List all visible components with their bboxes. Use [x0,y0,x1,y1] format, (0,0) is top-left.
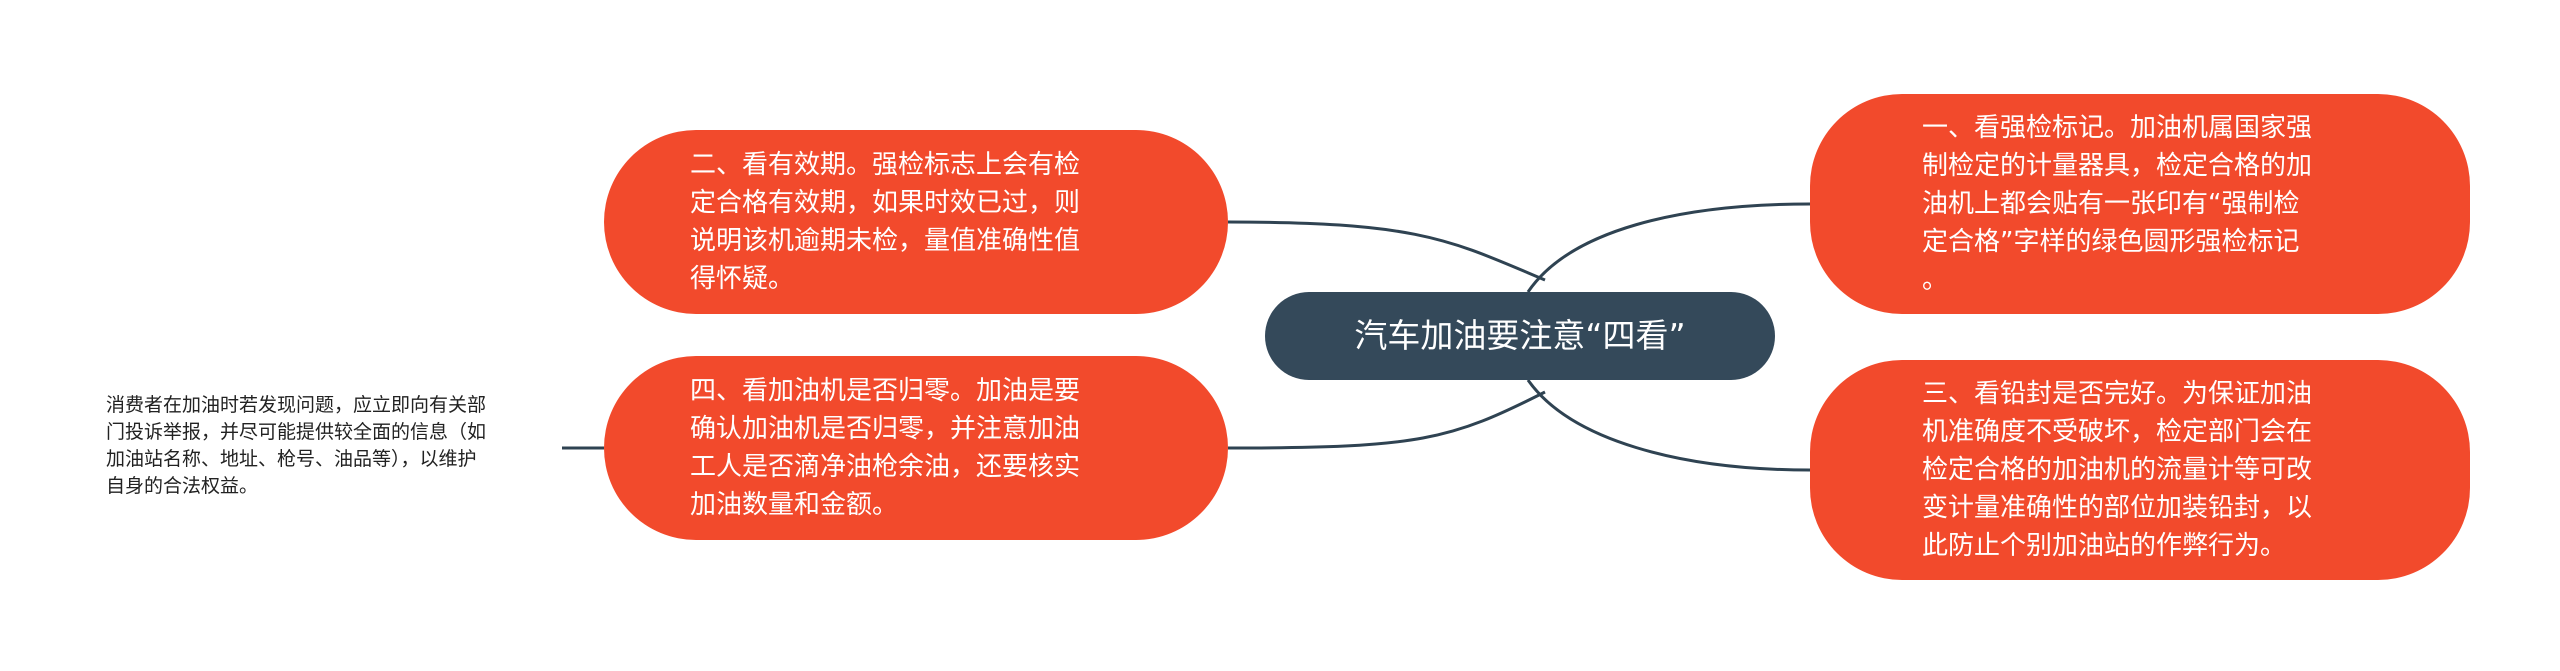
consumer-note: 消费者在加油时若发现问题，应立即向有关部 门投诉举报，并尽可能提供较全面的信息（… [106,394,487,497]
branch-third-text: 三、看铅封是否完好。为保证加油 机准确度不受破坏，检定部门会在 检定合格的加油机… [1922,379,2313,561]
branch-node-fourth[interactable]: 四、看加油机是否归零。加油是要 确认加油机是否归零，并注意加油 工人是否滴净油枪… [604,356,1228,540]
central-topic-label: 汽车加油要注意“四看” [1354,316,1686,355]
connector-center-to-fourth [1227,390,1546,450]
connector-center-to-third [1526,379,1811,472]
branch-node-second[interactable]: 二、看有效期。强检标志上会有检 定合格有效期，如果时效已过，则 说明该机逾期未检… [604,130,1228,314]
connector-center-to-first [1526,202,1811,293]
connector-center-to-second [1227,220,1546,282]
branch-first-text: 一、看强检标记。加油机属国家强 制检定的计量器具，检定合格的加 油机上都会贴有一… [1922,113,2313,295]
branch-node-third[interactable]: 三、看铅封是否完好。为保证加油 机准确度不受破坏，检定部门会在 检定合格的加油机… [1810,360,2470,580]
branch-node-first[interactable]: 一、看强检标记。加油机属国家强 制检定的计量器具，检定合格的加 油机上都会贴有一… [1810,94,2470,314]
branch-fourth-text: 四、看加油机是否归零。加油是要 确认加油机是否归零，并注意加油 工人是否滴净油枪… [690,376,1081,520]
branch-second-text: 二、看有效期。强检标志上会有检 定合格有效期，如果时效已过，则 说明该机逾期未检… [690,150,1081,294]
central-topic[interactable]: 汽车加油要注意“四看” [1265,292,1775,380]
